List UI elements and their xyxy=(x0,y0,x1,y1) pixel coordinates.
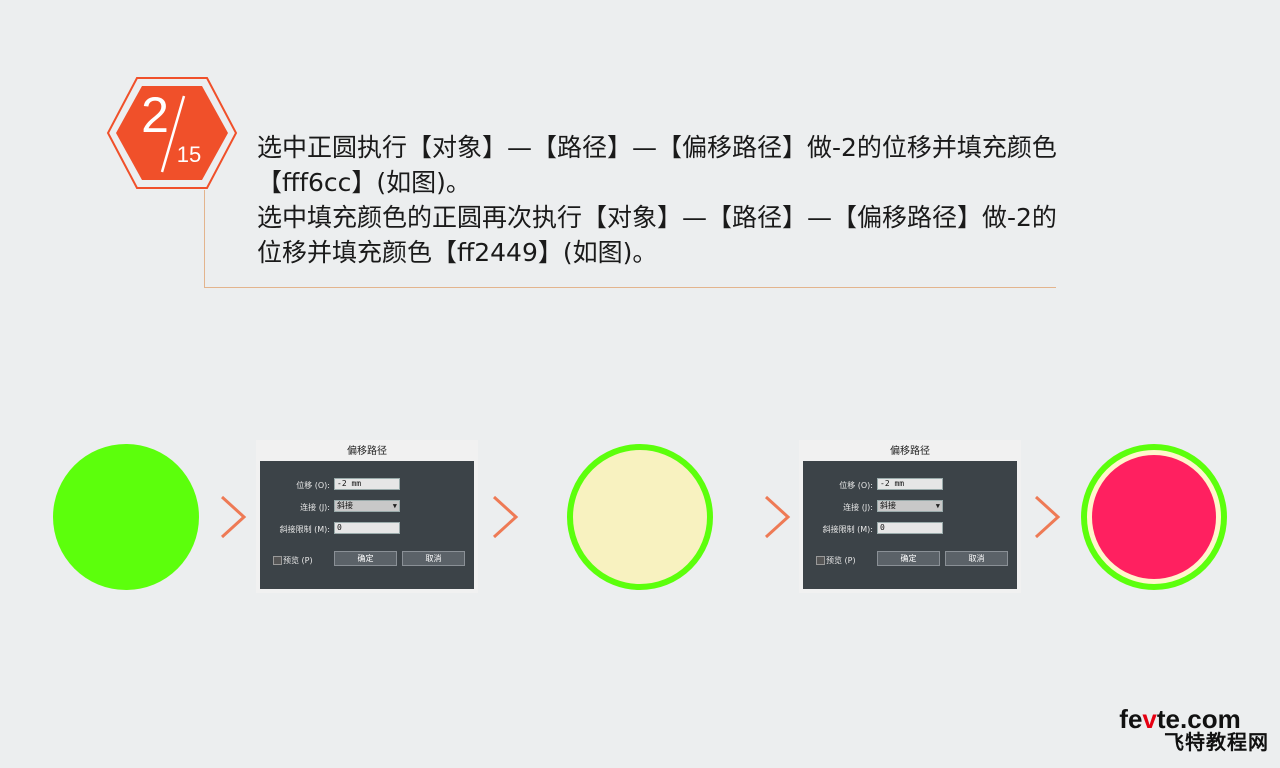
offset-input[interactable]: -2 mm xyxy=(877,478,943,490)
chevron-right-icon xyxy=(492,495,519,539)
offset-input[interactable]: -2 mm xyxy=(334,478,400,490)
instruction-line-1: 选中正圆执行【对象】—【路径】—【偏移路径】做-2的位移并填充颜色【fff6cc… xyxy=(257,133,1057,197)
miter-label: 斜接限制 (M): xyxy=(822,525,873,534)
offset-path-dialog: 偏移路径 位移 (O): -2 mm 连接 (J): 斜接 ▼ 斜接限制 (M)… xyxy=(256,440,478,593)
dialog-body: 位移 (O): -2 mm 连接 (J): 斜接 ▼ 斜接限制 (M): 0 预… xyxy=(803,461,1017,589)
cancel-button[interactable]: 取消 xyxy=(945,551,1008,566)
divider-vertical xyxy=(204,190,205,287)
join-select-value: 斜接 xyxy=(337,501,353,510)
miter-input[interactable]: 0 xyxy=(334,522,400,534)
miter-input[interactable]: 0 xyxy=(877,522,943,534)
preview-label: 预览 (P) xyxy=(826,556,856,565)
cream-circle xyxy=(567,444,713,590)
preview-label: 预览 (P) xyxy=(283,556,313,565)
cancel-button[interactable]: 取消 xyxy=(402,551,465,566)
green-circle xyxy=(53,444,199,590)
chevron-right-icon xyxy=(764,495,791,539)
join-label: 连接 (J): xyxy=(300,503,330,512)
join-label: 连接 (J): xyxy=(843,503,873,512)
red-circle-inner xyxy=(1087,450,1221,584)
instruction-line-2: 选中填充颜色的正圆再次执行【对象】—【路径】—【偏移路径】做-2的位移并填充颜色… xyxy=(257,203,1057,267)
dialog-title: 偏移路径 xyxy=(347,446,387,457)
offset-path-dialog: 偏移路径 位移 (O): -2 mm 连接 (J): 斜接 ▼ 斜接限制 (M)… xyxy=(799,440,1021,593)
miter-label: 斜接限制 (M): xyxy=(279,525,330,534)
preview-checkbox[interactable] xyxy=(816,556,825,565)
instruction-text: 选中正圆执行【对象】—【路径】—【偏移路径】做-2的位移并填充颜色【fff6cc… xyxy=(257,130,1077,270)
chevron-right-icon xyxy=(1034,495,1061,539)
join-select-value: 斜接 xyxy=(880,501,896,510)
dropdown-arrow-icon: ▼ xyxy=(392,502,397,510)
step-badge-hexagon xyxy=(106,77,238,189)
step-current: 2 xyxy=(141,87,169,143)
ok-button[interactable]: 确定 xyxy=(334,551,397,566)
divider-horizontal xyxy=(204,287,1056,288)
join-select[interactable]: 斜接 ▼ xyxy=(877,500,943,512)
join-select[interactable]: 斜接 ▼ xyxy=(334,500,400,512)
preview-checkbox[interactable] xyxy=(273,556,282,565)
dropdown-arrow-icon: ▼ xyxy=(935,502,940,510)
offset-label: 位移 (O): xyxy=(296,481,330,490)
step-total: 15 xyxy=(176,142,202,167)
watermark-logo: fevte.com xyxy=(1119,704,1241,734)
offset-label: 位移 (O): xyxy=(839,481,873,490)
ok-button[interactable]: 确定 xyxy=(877,551,940,566)
watermark-cn: 飞特教程网 xyxy=(1164,730,1269,754)
dialog-title: 偏移路径 xyxy=(890,446,930,457)
dialog-body: 位移 (O): -2 mm 连接 (J): 斜接 ▼ 斜接限制 (M): 0 预… xyxy=(260,461,474,589)
chevron-right-icon xyxy=(220,495,247,539)
red-circle xyxy=(1081,444,1227,590)
